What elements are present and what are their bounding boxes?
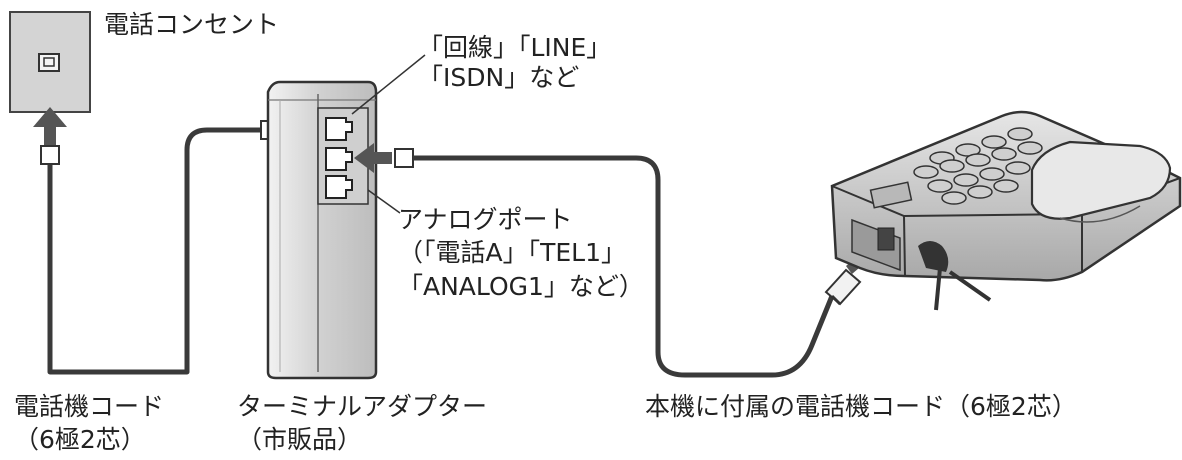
analog-port-label-2: （「電話A」「TEL1」 (398, 238, 627, 267)
plug-analog-end (394, 148, 414, 168)
left-arrow-icon (354, 143, 392, 173)
analog-port-label-3: 「ANALOG1」など） (398, 272, 644, 301)
phone-cord-line (47, 127, 262, 375)
modular-plug (824, 268, 862, 306)
line-port-label-1: 「回線」「LINE」 (418, 33, 612, 62)
up-arrow-icon (33, 107, 67, 146)
adapter-label-2: （市販品） (237, 425, 363, 454)
bundled-cord-line (413, 155, 835, 378)
wall-outlet-label: 電話コンセント (104, 10, 280, 39)
analog-port-label-1: アナログポート (398, 205, 573, 234)
line-port-label-2: 「ISDN」など (418, 63, 580, 92)
terminal-adapter (266, 80, 378, 380)
telephone-cord-out (934, 267, 992, 311)
bundled-cord-label: 本機に付属の電話機コード（6極2芯） (645, 392, 1077, 421)
plug-wall-end (40, 145, 60, 165)
telephone (830, 110, 1182, 282)
phone-cord-label-2: （6極2芯） (14, 425, 146, 454)
adapter-label-1: ターミナルアダプター (237, 392, 488, 421)
phone-cord-label-1: 電話機コード (14, 392, 165, 421)
wall-outlet (9, 11, 91, 113)
line-port-leader (351, 54, 426, 115)
analog-port-leader (367, 189, 401, 214)
